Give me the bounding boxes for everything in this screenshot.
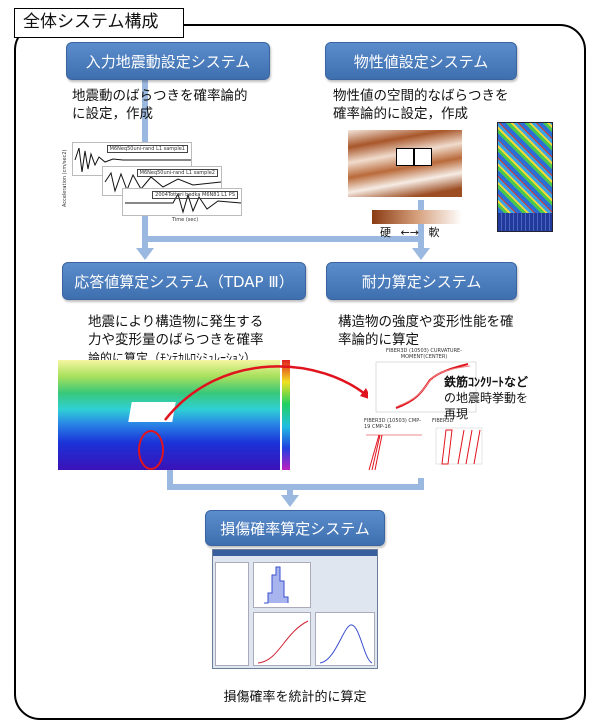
note-line: 再現 bbox=[444, 407, 469, 421]
connector-arrow bbox=[418, 236, 424, 250]
material-system-box: 物性値設定システム bbox=[325, 42, 517, 80]
curvature-moment-chart: FIBER3D (10503) CURVATURE-MOMENT(CENTER) bbox=[368, 348, 480, 413]
damage-system-box: 損傷確率算定システム bbox=[205, 510, 385, 546]
window-titlebar bbox=[213, 550, 377, 556]
material-description: 物性値の空間的なばらつきを 確率論的に設定，作成 bbox=[333, 87, 509, 123]
material-field-image bbox=[348, 130, 462, 197]
seismogram-figure: Acceleration (cm/sec2) M6Neq50uni-rand L… bbox=[62, 138, 242, 223]
connector-arrow bbox=[418, 478, 424, 488]
3d-material-model bbox=[497, 122, 553, 232]
fragility-panel-1 bbox=[253, 612, 311, 666]
seismogram-plot-3: 2004Tottori bedka M6N81 L1 PS bbox=[122, 188, 242, 216]
contour-colorbar bbox=[282, 360, 290, 470]
highlight-ellipse bbox=[138, 430, 164, 470]
damage-caption: 損傷確率を統計的に算定 bbox=[223, 690, 367, 705]
chart-title: FIBER3D (10503) CURVATURE-MOMENT(CENTER) bbox=[385, 348, 463, 360]
hard-label: 硬 bbox=[380, 226, 391, 239]
capacity-note: 鉄筋ｺﾝｸﾘｰﾄなど の地震時挙動を 再現 bbox=[444, 374, 528, 422]
capacity-system-box: 耐力算定システム bbox=[326, 262, 517, 300]
soft-label: 軟 bbox=[428, 226, 440, 239]
chart-title: FIBER3D bbox=[432, 418, 454, 424]
desc-line: 物性値の空間的なばらつきを bbox=[333, 88, 509, 104]
model-base bbox=[498, 213, 552, 231]
desc-line: 構造物の強度や変形性能を確 bbox=[338, 314, 514, 330]
tree-panel bbox=[215, 562, 249, 666]
desc-line: に設定，作成 bbox=[72, 106, 153, 122]
capacity-description: 構造物の強度や変形性能を確 率論的に算定 bbox=[338, 313, 514, 349]
material-colorbar bbox=[372, 210, 462, 224]
histogram-panel bbox=[253, 562, 311, 608]
connector-arrow bbox=[167, 484, 424, 490]
desc-line: 率論的に算定 bbox=[338, 332, 419, 348]
response-system-box: 応答値算定システム（TDAP Ⅲ） bbox=[62, 262, 306, 300]
seismogram-ylabel: Acceleration (cm/sec2) bbox=[62, 149, 68, 207]
seismogram-plot-1: M6Neq50uni-rand L1 sample1 bbox=[72, 142, 192, 176]
desc-line: 地震により構造物に発生する bbox=[88, 314, 264, 330]
hysteresis-chart-1: FIBER3D (10503) CMP-19 CMP-16 bbox=[364, 418, 424, 474]
element-marker bbox=[396, 148, 432, 166]
desc-line: 力や変形量のばらつきを確率 bbox=[88, 332, 264, 348]
relation-arrow bbox=[164, 365, 372, 421]
connector-arrow bbox=[167, 470, 173, 488]
seismogram-xlabel: Time (sec) bbox=[172, 217, 199, 223]
input-motion-system-box: 入力地震動設定システム bbox=[66, 42, 270, 80]
note-line: の地震時挙動を bbox=[444, 391, 529, 405]
desc-line: 確率論的に設定，作成 bbox=[333, 106, 468, 122]
connector-arrow bbox=[142, 236, 424, 242]
connector-arrow bbox=[287, 484, 293, 496]
desc-line: 地震動のばらつきを確率論的 bbox=[72, 88, 248, 104]
response-description: 地震により構造物に発生する 力や変形量のばらつきを確率 論的に算定（ﾓﾝﾃｶﾙﾛ… bbox=[88, 313, 264, 367]
seismogram-title: M6Neq50uni-rand L1 sample1 bbox=[106, 145, 188, 153]
system-overview-frame bbox=[14, 24, 586, 720]
damage-software-screenshot bbox=[212, 549, 378, 669]
overview-title: 全体システム構成 bbox=[14, 8, 184, 38]
arrow-head bbox=[412, 248, 430, 260]
chart-title: FIBER3D (10503) CMP-19 CMP-16 bbox=[364, 418, 421, 430]
note-line: 鉄筋ｺﾝｸﾘｰﾄなど bbox=[444, 375, 529, 389]
hysteresis-chart-2: FIBER3D bbox=[432, 418, 484, 474]
legend-arrow: ←→ bbox=[400, 226, 419, 239]
input-motion-description: 地震動のばらつきを確率論的 に設定，作成 bbox=[72, 87, 248, 123]
fragility-panel-2 bbox=[315, 612, 375, 666]
seismogram-title: M6Neq50uni-rand L1 sample2 bbox=[136, 169, 218, 177]
arrow-head bbox=[136, 248, 154, 260]
material-legend: 硬 ←→ 軟 bbox=[380, 224, 439, 240]
arrow-head bbox=[281, 495, 299, 507]
seismogram-title: 2004Tottori bedka M6N81 L1 PS bbox=[152, 191, 238, 199]
